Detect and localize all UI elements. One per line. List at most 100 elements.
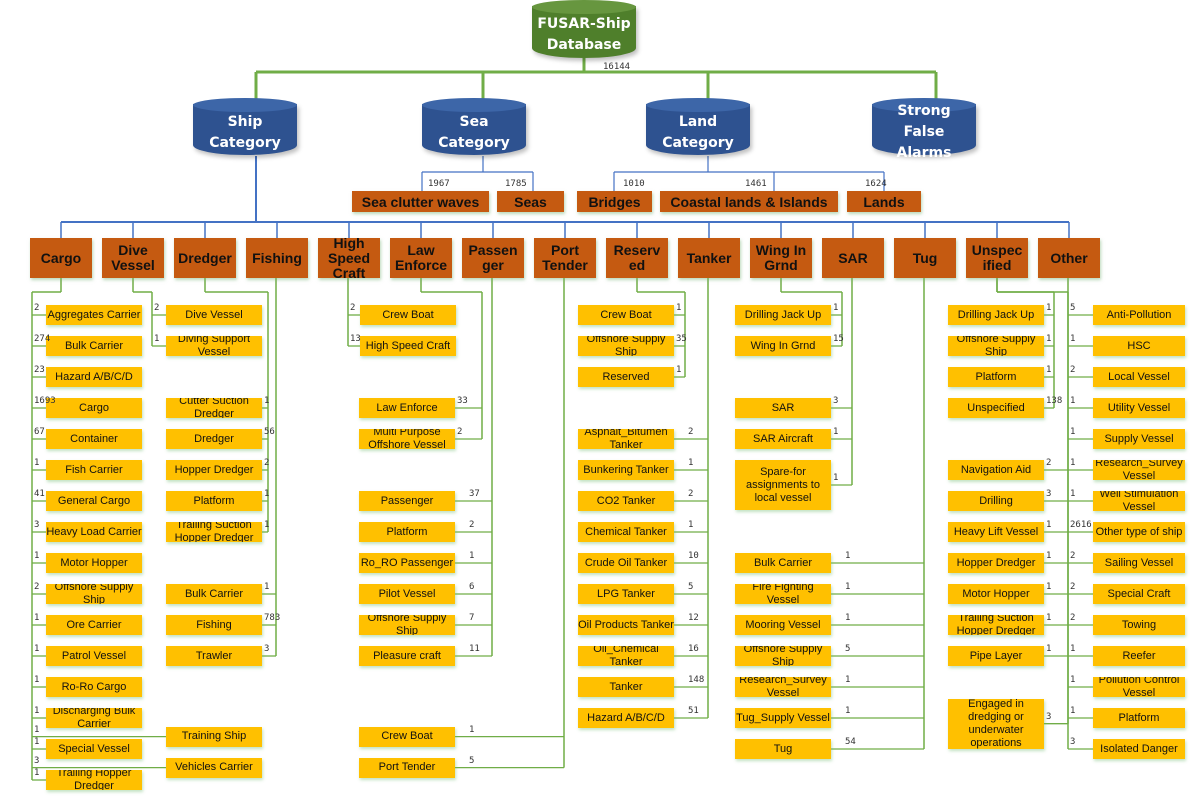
leaf-dredger: Dredger — [166, 429, 262, 449]
leaf-other: Utility Vessel — [1093, 398, 1185, 418]
leaf-cargo: Bulk Carrier — [46, 336, 142, 356]
leaf-count: 1 — [34, 675, 40, 685]
leaf-count: 2 — [34, 582, 40, 592]
leaf-count: 6 — [469, 582, 475, 592]
leaf-count: 2 — [34, 303, 40, 313]
leaf-other: Well Stimulation Vessel — [1093, 491, 1185, 511]
leaf-cargo: Ore Carrier — [46, 615, 142, 635]
leaf-count: 13 — [350, 334, 361, 344]
leaf-count: 41 — [34, 489, 45, 499]
leaf-other: Reefer — [1093, 646, 1185, 666]
leaf-count: 2 — [1070, 365, 1076, 375]
ship-type-unspecified: Unspec ified — [966, 238, 1028, 278]
sea-clutter-waves-node: Sea clutter waves — [352, 191, 489, 212]
ship-type-wing-in-grnd: Wing In Grnd — [750, 238, 812, 278]
leaf-count: 1 — [676, 365, 682, 375]
leaf-count: 1 — [845, 706, 851, 716]
leaf-count: 5 — [845, 644, 851, 654]
leaf-count: 5 — [469, 755, 475, 766]
leaf-count: 1 — [264, 489, 270, 499]
leaf-count: 1 — [1046, 551, 1052, 561]
leaf-count: 1 — [469, 551, 475, 561]
leaf-tanker: Asphalt_Bitumen Tanker — [578, 429, 674, 449]
sea-clutter-waves-count: 1967 — [428, 179, 450, 189]
leaf-tanker: Crude Oil Tanker — [578, 553, 674, 573]
ship-type-passenger: Passen ger — [462, 238, 524, 278]
leaf-count: 12 — [688, 613, 699, 623]
leaf-count: 54 — [845, 737, 856, 747]
ship-type-reserved: Reserv ed — [606, 238, 668, 278]
leaf-unspecified: Engaged in dredging or underwater operat… — [948, 698, 1044, 749]
leaf-count: 2 — [154, 303, 160, 313]
land-category-label: Land Category — [662, 113, 734, 151]
strong-false-alarms-label: Strong False Alarms — [896, 103, 952, 161]
leaf-cargo: Training Ship — [166, 726, 262, 747]
leaf-count: 2 — [457, 427, 463, 437]
leaf-tanker: LPG Tanker — [578, 584, 674, 604]
leaf-count: 23 — [34, 365, 45, 375]
leaf-cargo: Cargo — [46, 398, 142, 418]
leaf-dredger: Cutter Suction Dredger — [166, 398, 262, 418]
leaf-cargo: Vehicles Carrier — [166, 757, 262, 778]
leaf-count: 148 — [688, 675, 705, 685]
leaf-count: 1 — [1070, 427, 1076, 437]
leaf-tanker: CO2 Tanker — [578, 491, 674, 511]
leaf-cargo: Aggregates Carrier — [46, 305, 142, 325]
leaf-count: 51 — [688, 706, 699, 716]
coastal-lands-islands-count: 1461 — [745, 179, 767, 189]
leaf-unspecified: Hopper Dredger — [948, 553, 1044, 573]
leaf-count: 2 — [1046, 458, 1052, 468]
leaf-other: Local Vessel — [1093, 367, 1185, 387]
leaf-tug: Offshore Supply Ship — [735, 646, 831, 666]
leaf-count: 1 — [1070, 334, 1076, 344]
leaf-count: 1 — [469, 724, 475, 735]
lands-count: 1624 — [865, 179, 887, 189]
ship-type-high-speed-craft: High Speed Craft — [318, 235, 380, 280]
ship-type-sar: SAR — [822, 238, 884, 278]
leaf-dredger: Trailing Suction Hopper Dredger — [166, 522, 262, 542]
ship-type-fishing: Fishing — [246, 238, 308, 278]
leaf-unspecified: Motor Hopper — [948, 584, 1044, 604]
leaf-count: 3 — [34, 755, 40, 766]
leaf-unspecified: Navigation Aid — [948, 460, 1044, 480]
leaf-count: 138 — [1046, 396, 1063, 406]
leaf-unspecified: Platform — [948, 367, 1044, 387]
leaf-other: Towing — [1093, 615, 1185, 635]
leaf-cargo: General Cargo — [46, 491, 142, 511]
leaf-passenger: Ro_RO Passenger — [359, 553, 455, 573]
leaf-other: Research_Survey Vessel — [1093, 460, 1185, 480]
leaf-count: 67 — [34, 427, 45, 437]
leaf-other: Supply Vessel — [1093, 429, 1185, 449]
leaf-count: 1 — [1070, 458, 1076, 468]
leaf-tanker: Chemical Tanker — [578, 522, 674, 542]
root-title-line2: Database — [546, 37, 622, 53]
leaf-high-speed-craft: High Speed Craft — [360, 336, 456, 356]
leaf-other: Other type of ship — [1093, 522, 1185, 542]
leaf-tanker: Bunkering Tanker — [578, 460, 674, 480]
leaf-count: 1 — [1046, 582, 1052, 592]
leaf-count: 1 — [1070, 706, 1076, 716]
leaf-fishing: Bulk Carrier — [166, 584, 262, 604]
leaf-other: Pollution Control Vessel — [1093, 677, 1185, 697]
leaf-wing-in-grnd: Wing In Grnd — [735, 336, 831, 356]
leaf-law-enforce: Multi Purpose Offshore Vessel — [359, 429, 455, 449]
leaf-count: 2 — [469, 520, 475, 530]
leaf-cargo: Discharging Bulk Carrier — [46, 708, 142, 728]
leaf-count: 274 — [34, 334, 51, 344]
leaf-count: 1 — [1046, 644, 1052, 654]
leaf-other: Anti-Pollution — [1093, 305, 1185, 325]
leaf-other: Isolated Danger — [1093, 739, 1185, 759]
leaf-high-speed-craft: Crew Boat — [360, 305, 456, 325]
bridges-node: Bridges — [577, 191, 652, 212]
ship-type-port-tender: Port Tender — [534, 238, 596, 278]
leaf-count: 1 — [676, 303, 682, 313]
ship-category-label: Ship Category — [209, 113, 281, 151]
ship-type-other: Other — [1038, 238, 1100, 278]
leaf-dive-vessel: Dive Vessel — [166, 305, 262, 325]
leaf-count: 1 — [1046, 613, 1052, 623]
leaf-count: 2 — [688, 427, 694, 437]
root-title-line1: FUSAR-Ship — [537, 16, 631, 32]
leaf-tanker: Tanker — [578, 677, 674, 697]
leaf-reserved: Crew Boat — [578, 305, 674, 325]
